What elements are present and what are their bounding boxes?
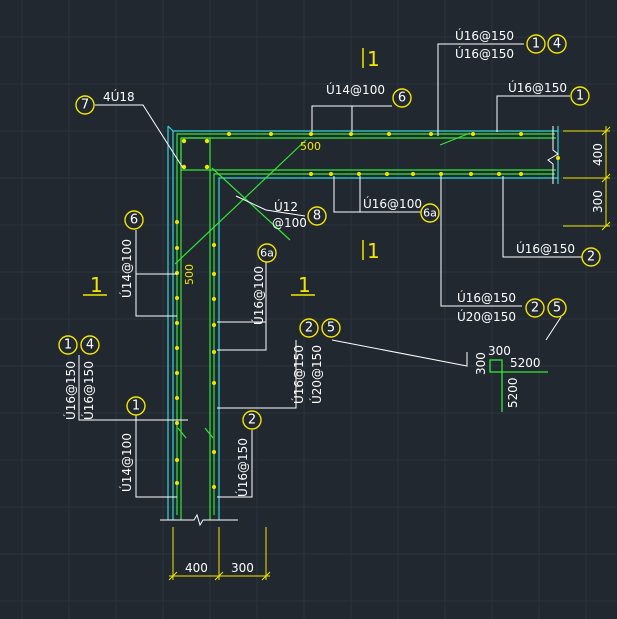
label-hook-5200-h: 5200 xyxy=(510,356,541,370)
label-dim-right-upper: 400 xyxy=(591,143,605,166)
bubble-tie: 8 xyxy=(313,209,321,224)
label-tie-bottom: @100 xyxy=(272,216,307,230)
label-dim-right-lower: 300 xyxy=(591,190,605,213)
label-mid-right-1: Ú16@150 xyxy=(457,290,516,305)
label-dim-bottom-right: 300 xyxy=(231,561,254,575)
dimension-lines xyxy=(168,126,611,581)
label-bottom-inner: Ú16@150 xyxy=(235,438,250,497)
label-top-center: Ú14@100 xyxy=(326,82,385,97)
label-left-low: Ú14@100 xyxy=(119,433,134,492)
section-label-top: 1 xyxy=(367,47,380,71)
bar-dots xyxy=(175,132,560,489)
section-label-center: 1 xyxy=(298,273,311,297)
label-hook-300-v: 300 xyxy=(474,352,488,375)
label-left-pair-1: Ú16@150 xyxy=(63,361,78,420)
bubble-right-low: 2 xyxy=(587,250,595,265)
bubble-corner: 7 xyxy=(81,98,89,113)
bubble-left-pair-1: 1 xyxy=(64,338,72,353)
label-left-pair-2: Ú16@150 xyxy=(81,361,96,420)
label-center-pair-2: Ú20@150 xyxy=(309,345,324,404)
leader-lines xyxy=(78,43,582,498)
bubble-inner-top: 6a xyxy=(423,207,437,220)
bubble-top-right-2: 4 xyxy=(553,37,561,52)
hook-detail xyxy=(489,359,548,412)
label-hook-300: 300 xyxy=(488,344,511,358)
label-mid-right-2: Ú20@150 xyxy=(457,309,516,324)
label-lap-left: 500 xyxy=(183,264,196,285)
bubble-left-v1: 6 xyxy=(130,213,138,228)
label-top-far-right: Ú16@150 xyxy=(508,80,567,95)
label-left-v2: Ú16@100 xyxy=(251,266,266,325)
section-markers xyxy=(83,48,364,296)
label-top-right-1: Ú16@150 xyxy=(455,28,514,43)
rebar-lines xyxy=(174,132,556,520)
label-tie-top: Ú12 xyxy=(274,199,298,214)
bubble-top-right-1: 1 xyxy=(532,37,540,52)
section-label-left: 1 xyxy=(90,273,103,297)
bubble-left-v2: 6a xyxy=(260,247,274,260)
label-top-right-2: Ú16@150 xyxy=(455,46,514,61)
bubbles xyxy=(58,34,601,430)
bubble-mid-right-2: 5 xyxy=(553,301,561,316)
break-symbols xyxy=(160,126,559,527)
label-left-v1: Ú14@100 xyxy=(119,239,134,298)
label-inner-top: Ú16@100 xyxy=(363,196,422,211)
label-right-low: Ú16@150 xyxy=(516,241,575,256)
label-center-pair-1: Ú16@150 xyxy=(291,345,306,404)
bubble-left-pair-2: 4 xyxy=(86,338,94,353)
bubble-mid-right-1: 2 xyxy=(531,301,539,316)
bubble-bottom-inner: 2 xyxy=(248,413,256,428)
concrete-outline xyxy=(167,125,559,520)
bubble-center-pair-2: 5 xyxy=(327,321,335,336)
label-dim-bottom-left: 400 xyxy=(185,561,208,575)
label-hook-5200-v: 5200 xyxy=(506,377,520,408)
bubble-left-low: 1 xyxy=(132,399,140,414)
label-lap-top: 500 xyxy=(300,140,321,153)
bubble-center-pair-1: 2 xyxy=(305,321,313,336)
section-label-mid: 1 xyxy=(367,239,380,263)
bubble-top-center: 6 xyxy=(398,91,406,106)
label-corner-bars: 4Ú18 xyxy=(103,89,135,104)
bubble-top-far-right: 1 xyxy=(576,89,584,104)
